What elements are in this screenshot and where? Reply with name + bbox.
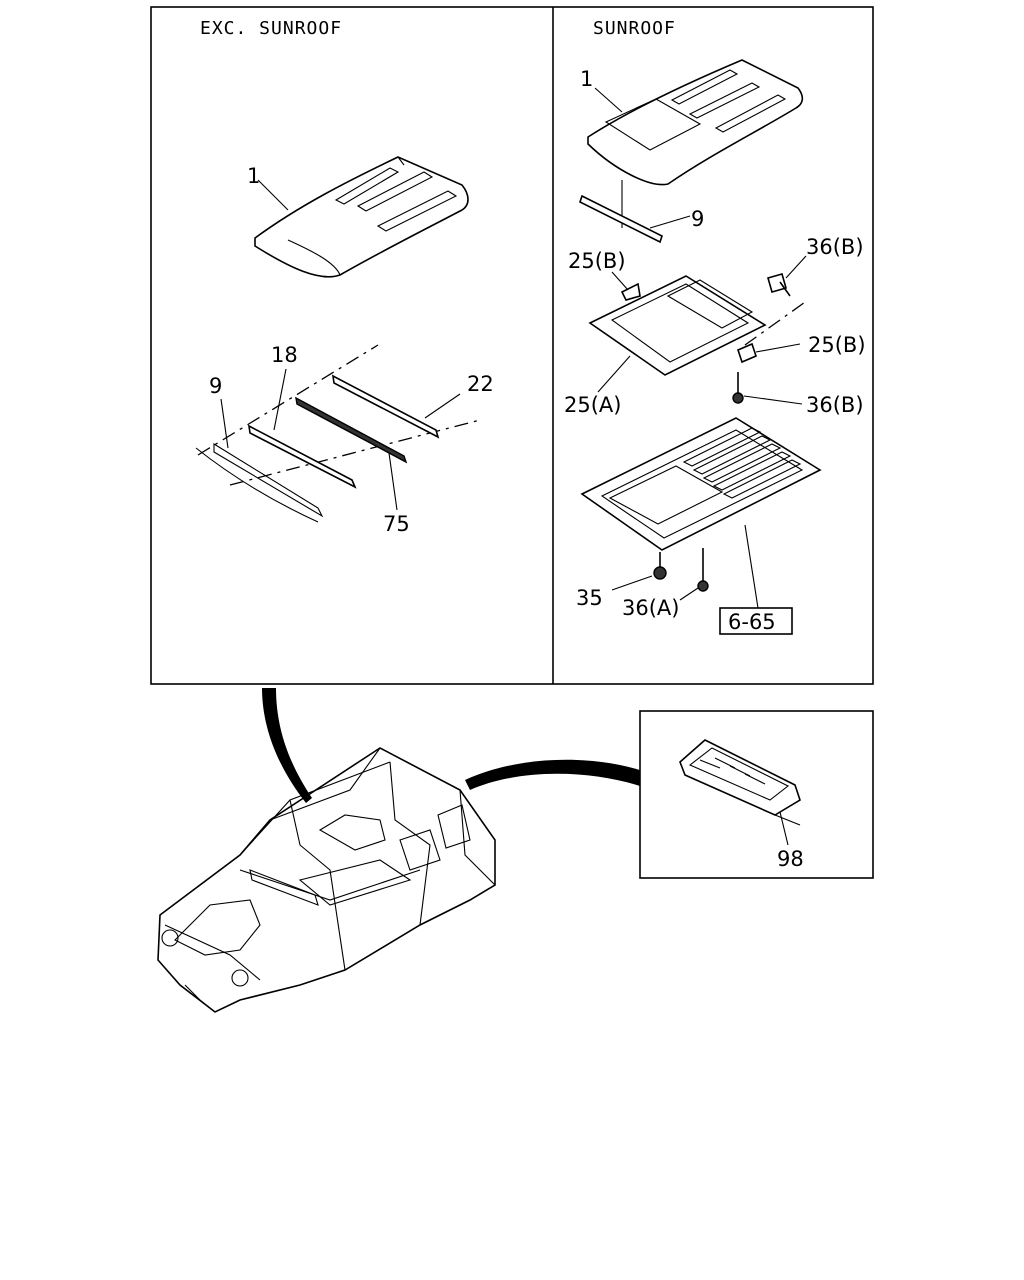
label-35: 35 — [576, 586, 603, 610]
reference-box — [719, 607, 793, 635]
clip-25b — [737, 342, 757, 364]
mount-axis — [744, 299, 809, 346]
leader-l1 — [257, 179, 289, 211]
leader-l22 — [424, 393, 461, 419]
label-22: 22 — [467, 372, 494, 396]
leader-ref — [744, 524, 759, 609]
leader-r36b-top — [785, 255, 807, 279]
roof-panel-no-sunroof — [254, 156, 469, 278]
top-frame — [150, 6, 874, 685]
front-header-rail — [579, 194, 663, 244]
connector-arc-detail — [465, 759, 640, 790]
leader-l18 — [273, 368, 287, 431]
label-1-right: 1 — [580, 67, 593, 91]
bolt-36a — [697, 548, 709, 592]
leader-98 — [779, 811, 789, 846]
detail-frame — [639, 710, 874, 879]
nut-35 — [653, 552, 667, 580]
reference-label: 6-65 — [728, 610, 776, 634]
left-panel-title: EXC. SUNROOF — [200, 18, 342, 39]
leader-r25a — [597, 355, 631, 393]
detail-part-98 — [679, 739, 801, 826]
roof-cross-members — [195, 344, 481, 523]
label-98: 98 — [777, 847, 804, 871]
right-panel-title: SUNROOF — [593, 18, 676, 39]
label-18: 18 — [271, 343, 298, 367]
connector-arc-top — [262, 688, 312, 803]
leader-r1 — [594, 87, 623, 113]
bolt-36b-mid — [732, 372, 744, 404]
leader-r25b-top — [611, 271, 629, 291]
leader-r36b-mid — [743, 395, 803, 405]
label-36a: 36(A) — [622, 596, 679, 620]
sunroof-frame — [588, 275, 767, 376]
label-36b-top: 36(B) — [806, 235, 864, 259]
label-1-left: 1 — [247, 164, 260, 188]
leader-r25b-mid — [755, 343, 801, 353]
leader-l9 — [220, 398, 229, 449]
leader-l75 — [388, 452, 398, 511]
label-9-right: 9 — [691, 207, 704, 231]
sunroof-housing — [580, 417, 822, 551]
label-75: 75 — [383, 512, 410, 536]
vehicle-body-shell — [157, 747, 496, 1013]
leader-r35 — [611, 575, 653, 591]
bolt-36b-top — [767, 273, 791, 297]
roof-panel-sunroof — [587, 59, 804, 186]
label-36b-mid: 36(B) — [806, 393, 864, 417]
label-25b-mid: 25(B) — [808, 333, 866, 357]
leader-r36a — [679, 587, 699, 601]
leader-r9 — [649, 215, 691, 229]
label-9-left: 9 — [209, 374, 222, 398]
label-25b-top: 25(B) — [568, 249, 626, 273]
label-25a: 25(A) — [564, 393, 621, 417]
